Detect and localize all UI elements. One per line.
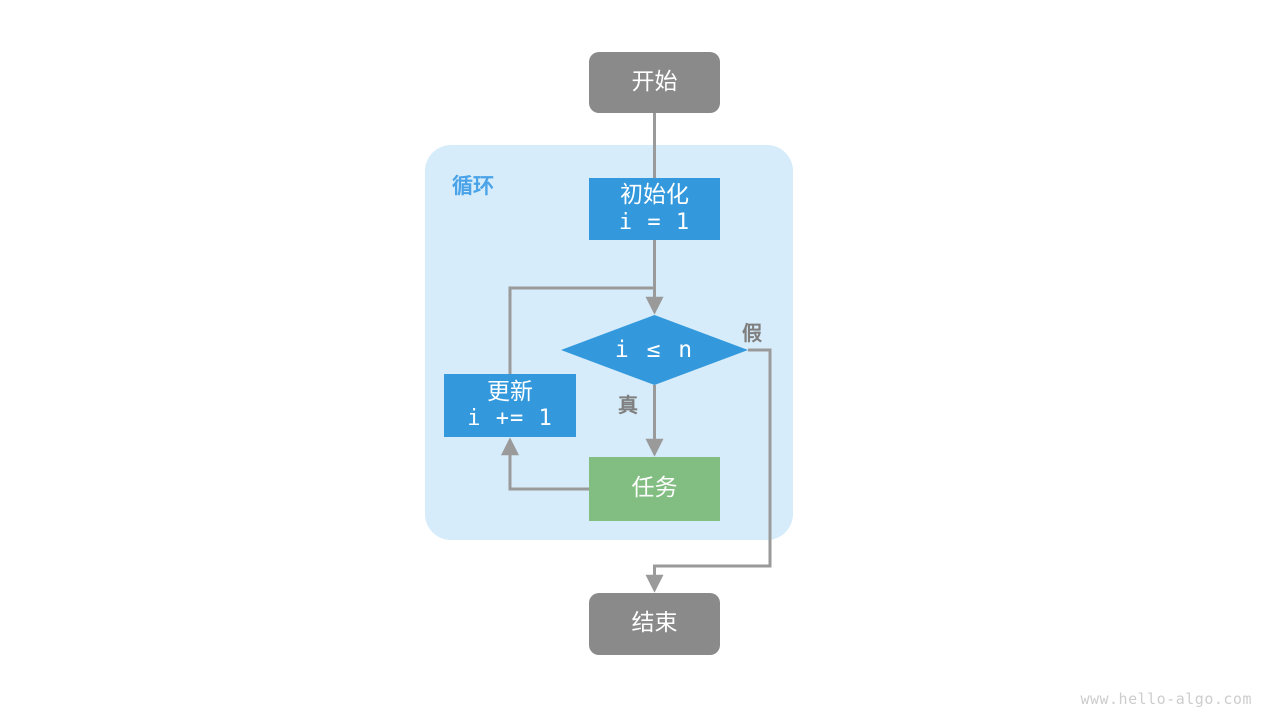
node-init-label-line1: 初始化 (620, 182, 689, 209)
node-end[interactable]: 结束 (589, 593, 720, 655)
node-start-label: 开始 (631, 68, 678, 95)
node-update-label-line2: i += 1 (467, 406, 553, 432)
node-end-label: 结束 (631, 610, 678, 637)
watermark: www.hello-algo.com (1080, 690, 1252, 708)
node-update-label-line1: 更新 (487, 378, 533, 405)
node-condition[interactable]: i ≤ n (561, 315, 748, 385)
diamond-shape (561, 315, 748, 385)
edge-label-true: 真 (618, 393, 638, 417)
node-init[interactable]: 初始化 i = 1 (589, 178, 720, 240)
node-task-label: 任务 (631, 475, 678, 502)
edge-label-false: 假 (742, 321, 762, 345)
edge-condition-false-to-end (645, 348, 772, 593)
node-start[interactable]: 开始 (589, 52, 720, 113)
edge-task-to-update (501, 437, 589, 491)
node-task[interactable]: 任务 (589, 457, 720, 521)
node-update[interactable]: 更新 i += 1 (444, 374, 576, 437)
loop-container-label: 循环 (452, 174, 494, 198)
node-init-label-line2: i = 1 (618, 209, 691, 235)
node-condition-label: i ≤ n (614, 337, 695, 363)
edge-update-to-condition (508, 286, 655, 374)
